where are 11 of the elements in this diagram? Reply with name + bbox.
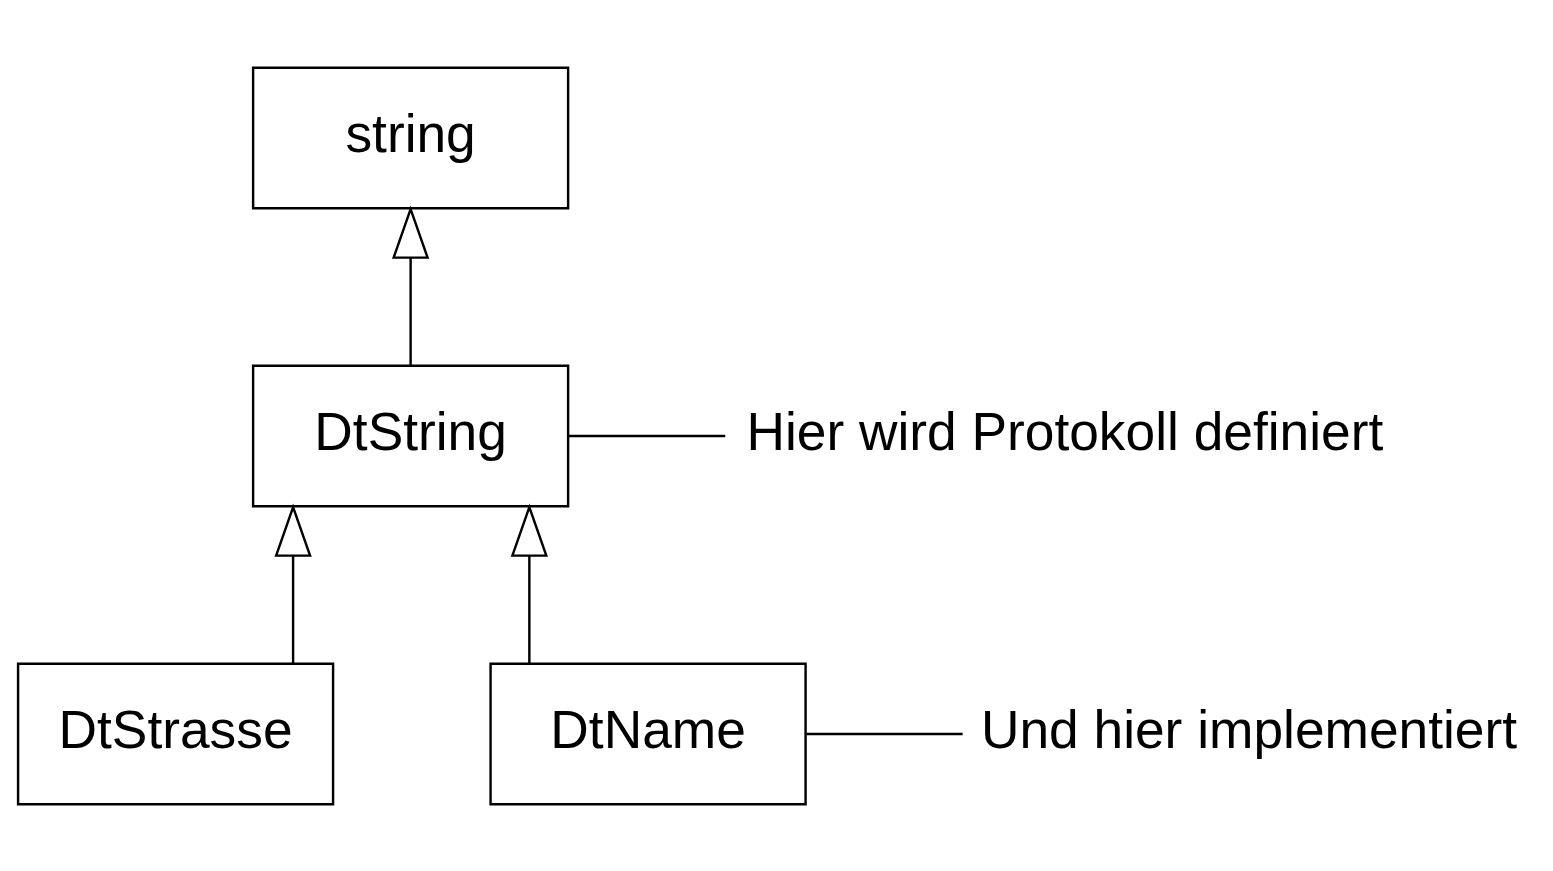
node-text: Und hier implementiert bbox=[980, 699, 1518, 759]
node-box: string bbox=[251, 66, 570, 209]
arrow bbox=[510, 503, 548, 663]
node-box: DtString bbox=[251, 364, 570, 507]
arrow bbox=[274, 503, 312, 663]
node-box: DtStrasse bbox=[16, 662, 335, 805]
node-box: DtName bbox=[489, 662, 807, 805]
connector bbox=[806, 732, 963, 735]
connector bbox=[568, 434, 726, 437]
arrow bbox=[391, 204, 430, 365]
node-text: Hier wird Protokoll definiert bbox=[746, 401, 1384, 461]
